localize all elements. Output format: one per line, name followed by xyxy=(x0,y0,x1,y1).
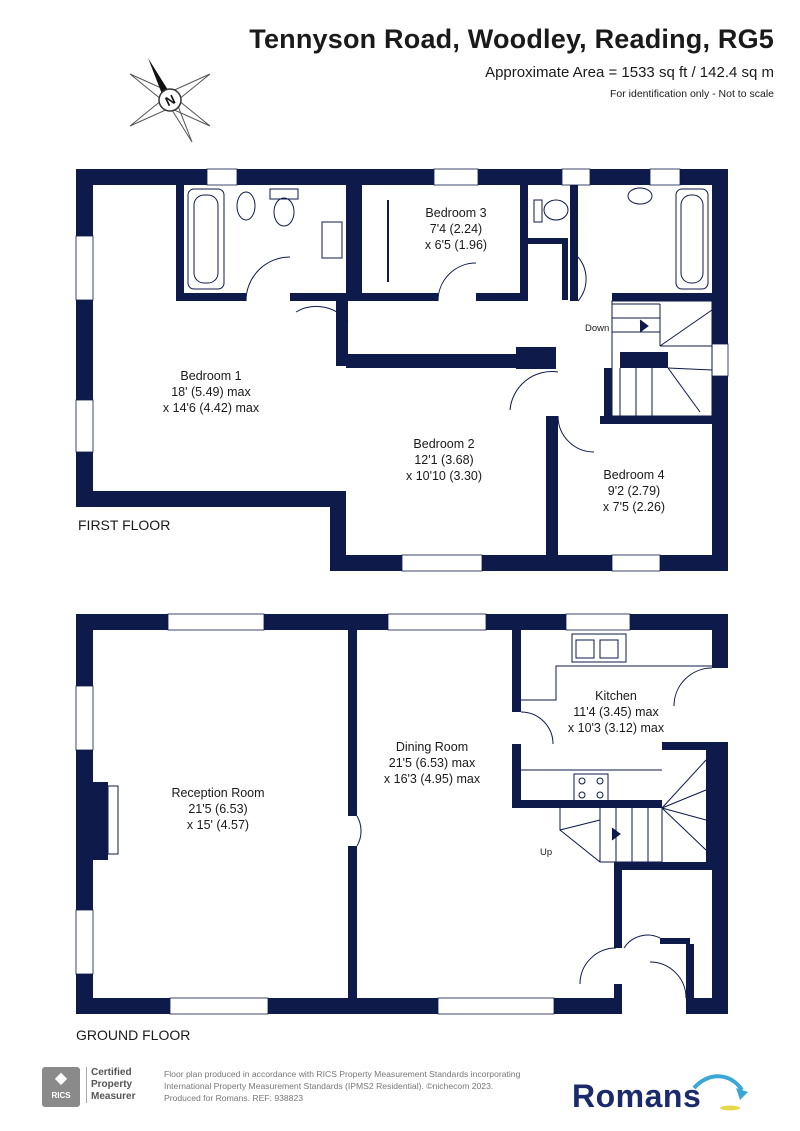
svg-text:Bedroom 1: Bedroom 1 xyxy=(180,369,241,383)
measurement-note: Floor plan produced in accordance with R… xyxy=(164,1068,584,1104)
svg-text:x 16'3 (4.95) max: x 16'3 (4.95) max xyxy=(384,772,481,786)
room-label-bedroom-1: Bedroom 1 18' (5.49) max x 14'6 (4.42) m… xyxy=(163,369,260,415)
rics-certification: Certified Property Measurer xyxy=(86,1067,135,1103)
compass-icon: N xyxy=(129,58,211,143)
room-label-bedroom-2: Bedroom 2 12'1 (3.68) x 10'10 (3.30) xyxy=(406,437,482,483)
ground-floor-label: GROUND FLOOR xyxy=(76,1027,190,1043)
rics-crest-icon: ◆ xyxy=(54,1070,68,1087)
ground-floor-fixtures xyxy=(107,633,713,999)
svg-text:x 10'3 (3.12) max: x 10'3 (3.12) max xyxy=(568,721,665,735)
svg-text:21'5 (6.53) max: 21'5 (6.53) max xyxy=(389,756,476,770)
rics-logo: ◆ RICS Certified Property Measurer xyxy=(42,1067,160,1109)
ground-floor-walls xyxy=(76,614,728,1014)
svg-text:21'5 (6.53): 21'5 (6.53) xyxy=(188,802,247,816)
svg-text:Reception Room: Reception Room xyxy=(171,786,264,800)
svg-text:x 15' (4.57): x 15' (4.57) xyxy=(187,818,249,832)
svg-text:18' (5.49) max: 18' (5.49) max xyxy=(171,385,251,399)
brand-logo: Romans xyxy=(572,1078,702,1114)
note-line-1: Floor plan produced in accordance with R… xyxy=(164,1069,521,1079)
floor-plan: N xyxy=(75,58,729,1043)
approximate-area: Approximate Area = 1533 sq ft / 142.4 sq… xyxy=(485,64,774,81)
svg-text:Dining Room: Dining Room xyxy=(396,740,468,754)
room-label-kitchen: Kitchen 11'4 (3.45) max x 10'3 (3.12) ma… xyxy=(568,689,665,735)
room-label-bedroom-4: Bedroom 4 9'2 (2.79) x 7'5 (2.26) xyxy=(603,468,665,514)
rics-mark: RICS xyxy=(51,1091,71,1100)
room-label-bedroom-3: Bedroom 3 7'4 (2.24) x 6'5 (1.96) xyxy=(425,206,487,252)
svg-text:x 7'5 (2.26): x 7'5 (2.26) xyxy=(603,500,665,514)
stairs-down-label: Down xyxy=(585,323,609,334)
note-line-3: Produced for Romans. REF: 938823 xyxy=(164,1093,304,1103)
first-floor-fixtures xyxy=(187,187,713,453)
svg-text:x 14'6 (4.42) max: x 14'6 (4.42) max xyxy=(163,401,260,415)
note-line-2: International Property Measurement Stand… xyxy=(164,1081,494,1091)
rics-line-1: Certified xyxy=(91,1067,132,1078)
property-title: Tennyson Road, Woodley, Reading, RG5 xyxy=(249,24,774,54)
first-floor-label: FIRST FLOOR xyxy=(78,517,170,533)
svg-text:x 6'5 (1.96): x 6'5 (1.96) xyxy=(425,238,487,252)
svg-text:Kitchen: Kitchen xyxy=(595,689,637,703)
svg-text:12'1 (3.68): 12'1 (3.68) xyxy=(414,453,473,467)
rics-badge: ◆ RICS xyxy=(42,1067,80,1107)
brand-swoosh-icon xyxy=(692,1074,748,1111)
svg-text:11'4 (3.45) max: 11'4 (3.45) max xyxy=(573,705,659,719)
svg-text:Bedroom 2: Bedroom 2 xyxy=(413,437,474,451)
svg-text:9'2 (2.79): 9'2 (2.79) xyxy=(608,484,660,498)
rics-line-2: Property xyxy=(91,1079,133,1090)
room-label-dining-room: Dining Room 21'5 (6.53) max x 16'3 (4.95… xyxy=(384,740,481,786)
svg-text:x 10'10 (3.30): x 10'10 (3.30) xyxy=(406,469,482,483)
scale-note: For identification only - Not to scale xyxy=(610,88,774,100)
rics-line-3: Measurer xyxy=(91,1091,136,1102)
stairs-up-label: Up xyxy=(540,847,552,858)
svg-text:Bedroom 4: Bedroom 4 xyxy=(603,468,664,482)
svg-text:Bedroom 3: Bedroom 3 xyxy=(425,206,486,220)
ground-floor-windows xyxy=(75,613,631,1015)
svg-text:7'4 (2.24): 7'4 (2.24) xyxy=(430,222,482,236)
first-floor-windows xyxy=(75,168,729,572)
room-label-reception-room: Reception Room 21'5 (6.53) x 15' (4.57) xyxy=(171,786,264,832)
